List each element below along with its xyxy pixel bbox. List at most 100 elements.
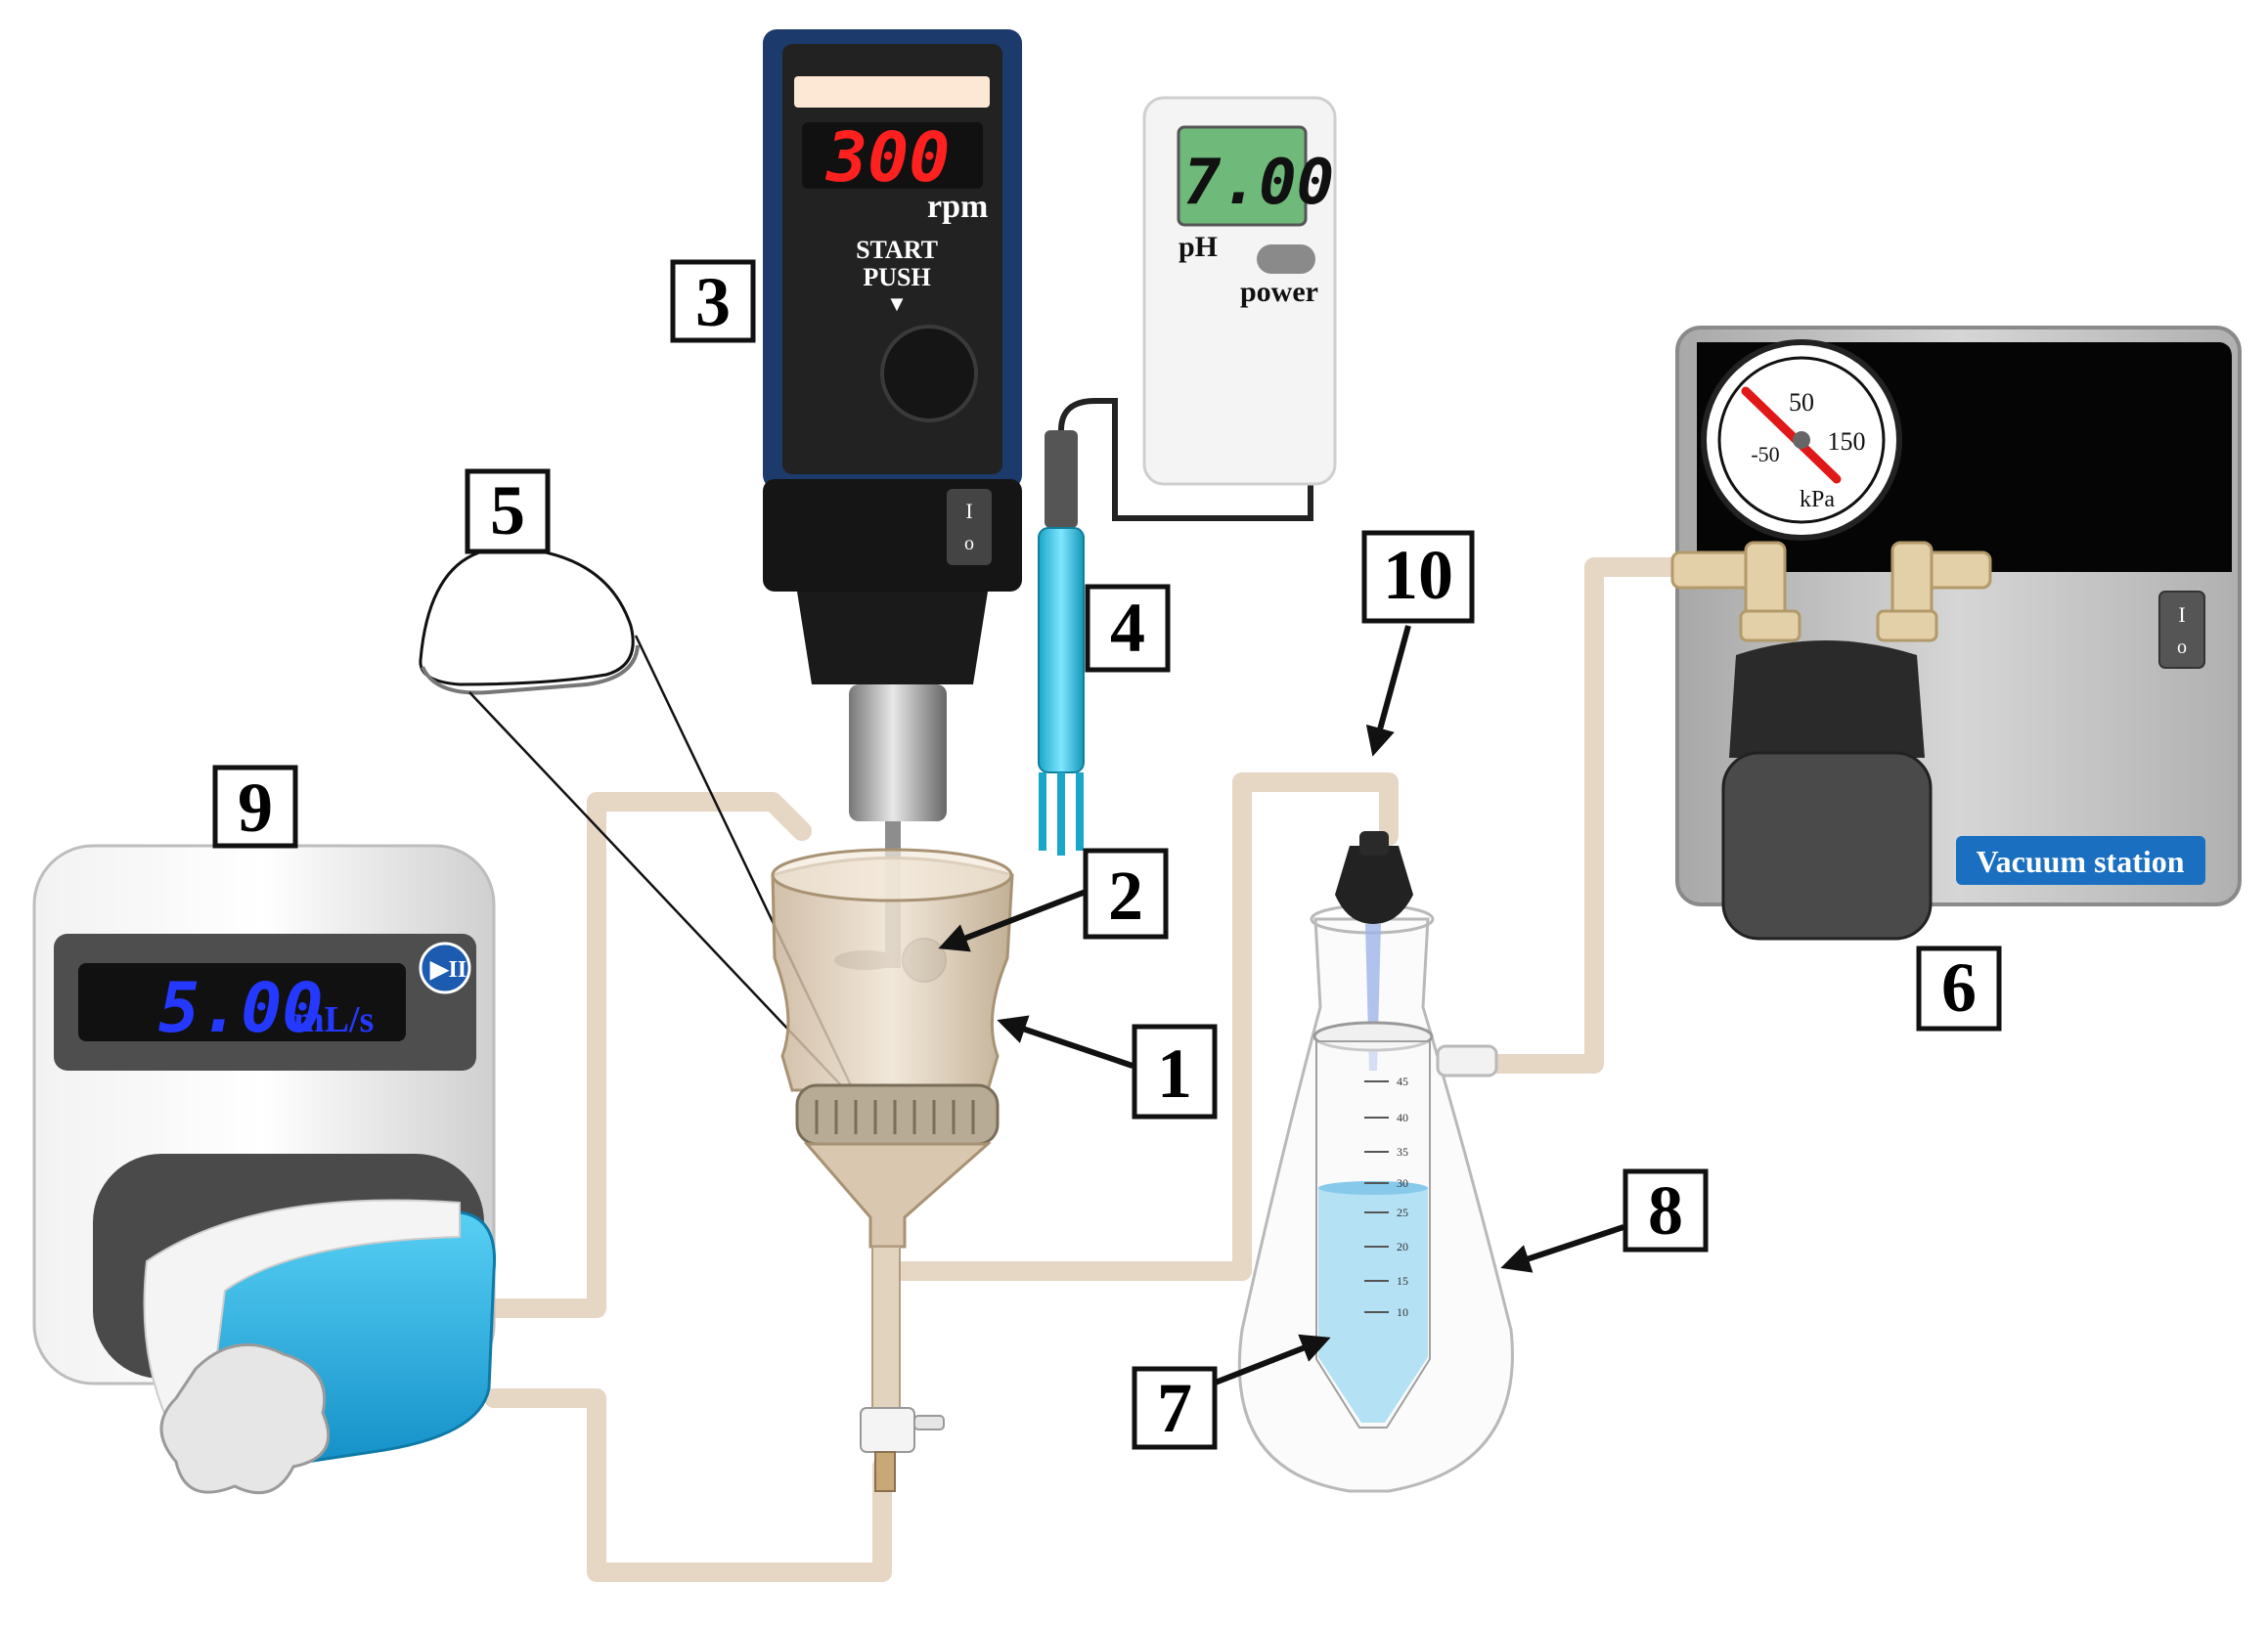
probe-cable xyxy=(1058,398,1313,521)
stopcock[interactable] xyxy=(860,1407,945,1492)
funnel-rim xyxy=(771,848,1013,902)
scale-label-45: 45 xyxy=(1397,1075,1408,1088)
label-box-9: 9 xyxy=(212,765,298,849)
arrow-8 xyxy=(1500,1224,1624,1273)
pump-lcd xyxy=(78,963,406,1041)
probe-cap xyxy=(1045,430,1078,528)
funnel-cone xyxy=(803,1142,992,1249)
peristaltic-pump: 5.00 mL/s ▶II xyxy=(32,844,497,1495)
pump-return-tube xyxy=(484,1388,892,1582)
arrow-1 xyxy=(997,1015,1134,1069)
start-label-line2: PUSH xyxy=(863,263,930,291)
pump-flow-value: 5.00 xyxy=(158,968,324,1048)
label-box-4: 4 xyxy=(1085,584,1171,673)
label-box-1: 1 xyxy=(1132,1024,1218,1120)
stirrer-label-strip xyxy=(794,76,990,108)
membrane-disc xyxy=(419,546,635,686)
label-3: 3 xyxy=(695,263,731,341)
stirrer-lcd xyxy=(802,122,983,189)
ph-label: pH xyxy=(1178,231,1218,263)
vacuum-station-label: Vacuum station xyxy=(1976,844,2184,879)
membrane-edge xyxy=(421,644,640,695)
ph-power-button[interactable] xyxy=(1257,244,1315,274)
label-box-2: 2 xyxy=(1083,848,1169,940)
stirrer-power-switch[interactable] xyxy=(947,489,992,565)
liquid-surface xyxy=(1318,1181,1428,1195)
pump-head-cover xyxy=(143,1199,461,1420)
probe-body xyxy=(1038,527,1085,773)
callout-line-1 xyxy=(468,691,842,1086)
stopper-cap xyxy=(1359,831,1389,856)
vacuum-filter-cap xyxy=(1729,640,1925,758)
funnel-stem xyxy=(871,1246,901,1414)
label-4: 4 xyxy=(1110,589,1145,667)
label-1: 1 xyxy=(1157,1034,1192,1113)
label-box-8: 8 xyxy=(1623,1168,1709,1253)
stirrer-switch-off: o xyxy=(964,533,974,554)
vacuum-switch-on: I xyxy=(2178,602,2185,627)
gauge-tick-50: 50 xyxy=(1789,388,1814,417)
speed-knob[interactable] xyxy=(880,325,978,422)
scale-label-25: 25 xyxy=(1397,1206,1408,1219)
vacuum-station: 50 150 -50 kPa I o Vacuum station xyxy=(1670,326,2242,941)
play-pause-button[interactable] xyxy=(419,942,471,994)
centrifuge-tube: 45 40 35 30 25 20 15 10 xyxy=(1312,1021,1434,1429)
label-10: 10 xyxy=(1383,536,1453,614)
filtration-funnel xyxy=(771,848,1014,1492)
label-box-3: 3 xyxy=(670,259,756,343)
flask-stopper xyxy=(1335,846,1413,924)
label-box-10: 10 xyxy=(1361,530,1475,624)
scale-label-40: 40 xyxy=(1397,1111,1408,1124)
ph-meter: 7.00 pH power xyxy=(1142,96,1337,486)
start-label-line1: START xyxy=(856,236,938,264)
arrow-7 xyxy=(1211,1334,1331,1386)
label-2: 2 xyxy=(1108,857,1143,935)
scale-label-15: 15 xyxy=(1397,1274,1408,1288)
clamp-ring-ribs xyxy=(815,1100,975,1134)
vacuum-connectors xyxy=(1670,541,1992,642)
pump-to-funnel-tube xyxy=(484,792,812,1318)
funnel-to-flask-tube xyxy=(875,772,1399,1281)
scale-label-30: 30 xyxy=(1397,1176,1408,1190)
ph-screen xyxy=(1177,125,1308,227)
probe-tip xyxy=(1039,772,1084,856)
arrow-10 xyxy=(1365,625,1411,757)
vacuum-power-switch[interactable] xyxy=(2158,591,2205,669)
gauge-tick-neg50: -50 xyxy=(1751,442,1779,466)
label-5: 5 xyxy=(490,471,525,550)
label-box-6: 6 xyxy=(1916,945,2002,1032)
label-9: 9 xyxy=(238,769,273,847)
flask-to-vacuum-tube xyxy=(1482,557,1692,1074)
ph-value: 7.00 xyxy=(1183,147,1334,219)
ph-probe xyxy=(1038,398,1313,856)
arrow-2 xyxy=(938,889,1088,952)
scale-label-35: 35 xyxy=(1397,1145,1408,1159)
flask-sidearm xyxy=(1436,1044,1498,1077)
ph-power-label: power xyxy=(1240,276,1318,308)
label-box-5: 5 xyxy=(465,468,551,554)
clamp-ring xyxy=(795,1083,1000,1146)
leader-arrows xyxy=(938,625,1624,1386)
scale-label-20: 20 xyxy=(1397,1240,1408,1253)
tubing xyxy=(484,557,1692,1582)
label-8: 8 xyxy=(1648,1171,1683,1250)
stirrer-speed-value: 300 xyxy=(824,117,950,198)
overhead-stirrer: 300 rpm START PUSH ▼ I o xyxy=(763,29,1022,983)
vacuum-switch-off: o xyxy=(2177,637,2187,658)
filter-membrane-callout xyxy=(419,546,853,1086)
label-6: 6 xyxy=(1941,948,1977,1027)
stirrer-neck xyxy=(797,592,988,684)
pressure-gauge: 50 150 -50 kPa xyxy=(1701,339,1902,541)
stirrer-speed-unit: rpm xyxy=(927,189,988,225)
gauge-unit: kPa xyxy=(1800,487,1835,512)
pump-knob[interactable] xyxy=(159,1342,331,1495)
gauge-tick-150: 150 xyxy=(1828,427,1866,456)
vacuum-label-badge xyxy=(1956,836,2205,885)
tube-scale xyxy=(1364,1080,1389,1313)
scale-label-10: 10 xyxy=(1397,1305,1408,1319)
vacuum-filter-bowl xyxy=(1721,751,1933,941)
pump-flow-unit: mL/s xyxy=(293,999,374,1040)
label-box-7: 7 xyxy=(1132,1366,1218,1450)
play-pause-icon: ▶II xyxy=(429,957,467,983)
